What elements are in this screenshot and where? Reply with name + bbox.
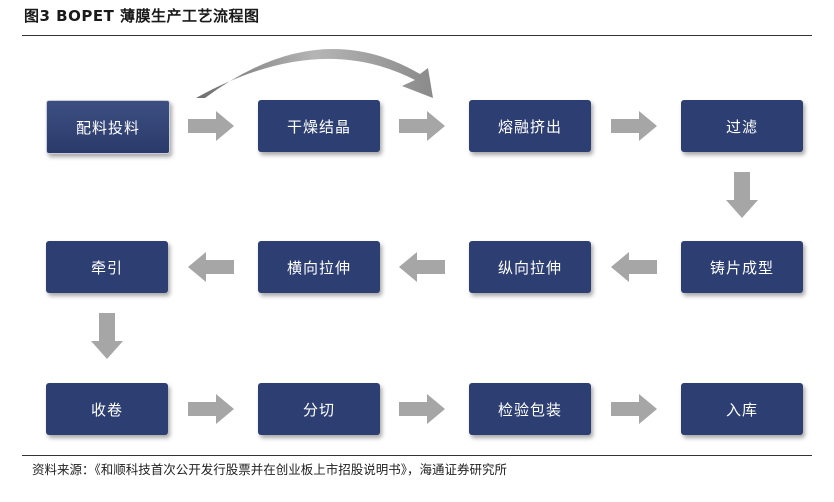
step-traction: 牵引 (46, 241, 168, 293)
figure-title: 图3 BOPET 薄膜生产工艺流程图 (24, 7, 260, 25)
arrow-down-icon (726, 172, 758, 218)
skip-arc-arrow (196, 49, 433, 98)
arrow-right-icon (611, 394, 657, 424)
step-drying-crystallization: 干燥结晶 (258, 100, 380, 152)
arrow-left-icon (399, 252, 445, 282)
arrow-right-icon (399, 394, 445, 424)
step-transverse-stretching: 横向拉伸 (258, 241, 380, 293)
arrow-left-icon (611, 252, 657, 282)
arrow-right-icon (399, 111, 445, 141)
step-batching: 配料投料 (46, 100, 170, 154)
arrow-left-icon (188, 252, 234, 282)
arrow-right-icon (188, 394, 234, 424)
source-note: 资料来源：《和顺科技首次公开发行股票并在创业板上市招股说明书》，海通证券研究所 (32, 462, 508, 477)
step-inspection-packaging: 检验包装 (469, 383, 591, 435)
step-cast-forming: 铸片成型 (681, 241, 803, 293)
step-filtration: 过滤 (681, 100, 803, 152)
step-winding: 收卷 (46, 383, 168, 435)
source-rule (22, 455, 812, 456)
step-longitudinal-stretching: 纵向拉伸 (469, 241, 591, 293)
step-melt-extrusion: 熔融挤出 (469, 100, 591, 152)
step-warehousing: 入库 (681, 383, 803, 435)
arrow-right-icon (611, 111, 657, 141)
step-slitting: 分切 (258, 383, 380, 435)
title-rule (22, 35, 812, 36)
arrow-right-icon (188, 111, 234, 141)
arrow-down-icon (91, 313, 123, 359)
